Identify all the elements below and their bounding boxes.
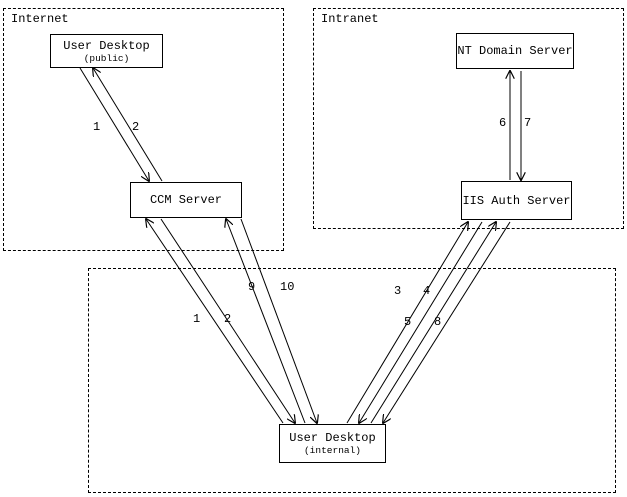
- edge-label-ccm-internal-2: 2: [224, 312, 232, 326]
- node-user-desktop-public: User Desktop (public): [50, 34, 163, 68]
- edge-label-ccm-internal-9: 9: [248, 280, 256, 294]
- edge-label-nt-iis-7: 7: [524, 116, 532, 130]
- node-user-desktop-internal: User Desktop (internal): [279, 424, 386, 463]
- edge-label-iis-internal-3: 3: [394, 284, 402, 298]
- node-user-desktop-internal-subtitle: (internal): [303, 445, 361, 456]
- node-iis-auth-server: IIS Auth Server: [461, 181, 572, 220]
- edge-label-iis-internal-4: 4: [423, 284, 431, 298]
- node-user-desktop-public-title: User Desktop: [63, 38, 150, 53]
- zone-internet-label: Internet: [11, 12, 69, 26]
- zone-intranet-label: Intranet: [321, 12, 379, 26]
- node-nt-domain-server-title: NT Domain Server: [457, 44, 573, 58]
- edge-label-ccm-internal-10: 10: [280, 280, 295, 294]
- edge-label-public-ccm-1: 1: [93, 120, 101, 134]
- zone-internet: Internet: [3, 8, 284, 251]
- node-ccm-server: CCM Server: [130, 182, 242, 218]
- node-ccm-server-title: CCM Server: [149, 193, 222, 207]
- edge-label-iis-internal-5: 5: [404, 315, 412, 329]
- node-iis-auth-server-title: IIS Auth Server: [462, 193, 571, 208]
- edge-label-iis-internal-8: 8: [434, 315, 442, 329]
- node-user-desktop-public-subtitle: (public): [83, 52, 130, 64]
- edge-label-nt-iis-6: 6: [499, 116, 507, 130]
- edge-label-ccm-internal-1: 1: [193, 312, 201, 326]
- node-nt-domain-server: NT Domain Server: [456, 33, 574, 69]
- edge-label-public-ccm-2: 2: [132, 120, 140, 134]
- node-user-desktop-internal-title: User Desktop: [289, 431, 376, 445]
